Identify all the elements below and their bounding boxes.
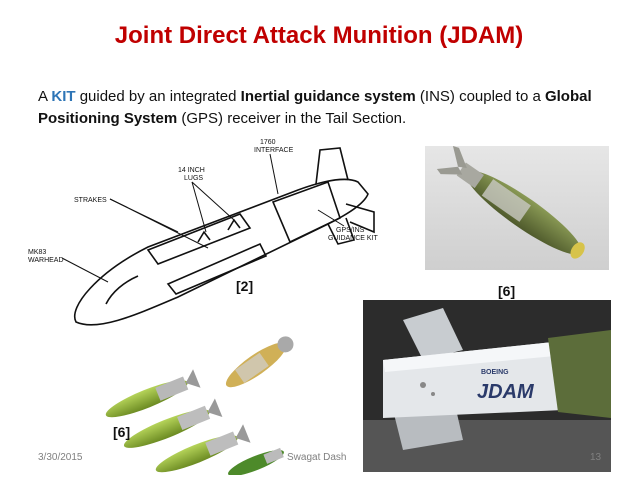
ref-photo-left: [6] <box>113 424 131 440</box>
intro-paragraph: A KIT guided by an integrated Inertial g… <box>38 88 592 127</box>
svg-text:LUGS: LUGS <box>184 175 203 182</box>
slide-title: Joint Direct Attack Munition (JDAM) <box>114 22 524 49</box>
bomb-photo-top <box>425 146 609 270</box>
jdam-diagram: 1760 INTERFACE 14 INCH LUGS STRAKES GPS/… <box>28 139 379 326</box>
label-lugs: 14 INCH <box>178 167 205 174</box>
kit-keyword: KIT <box>51 88 76 105</box>
bomb-photo-closeup: BOEING JDAM <box>363 300 611 472</box>
label-warhead: MK83 <box>28 249 46 256</box>
svg-text:WARHEAD: WARHEAD <box>28 257 64 264</box>
footer-page-number: 13 <box>590 452 602 463</box>
label-strakes: STRAKES <box>74 197 107 204</box>
bomb-photo-group <box>105 336 294 475</box>
label-kit: GPS/INS <box>336 227 365 234</box>
ref-diagram: [2] <box>236 278 254 294</box>
jdam-logo: JDAM <box>477 381 535 403</box>
ref-photo-top: [6] <box>498 283 516 299</box>
footer-author: Swagat Dash <box>287 452 347 463</box>
svg-text:GUIDANCE KIT: GUIDANCE KIT <box>328 235 379 242</box>
svg-text:INTERFACE: INTERFACE <box>254 147 294 154</box>
boeing-logo: BOEING <box>481 369 509 376</box>
footer-date: 3/30/2015 <box>38 452 83 463</box>
label-interface: 1760 <box>260 139 276 146</box>
